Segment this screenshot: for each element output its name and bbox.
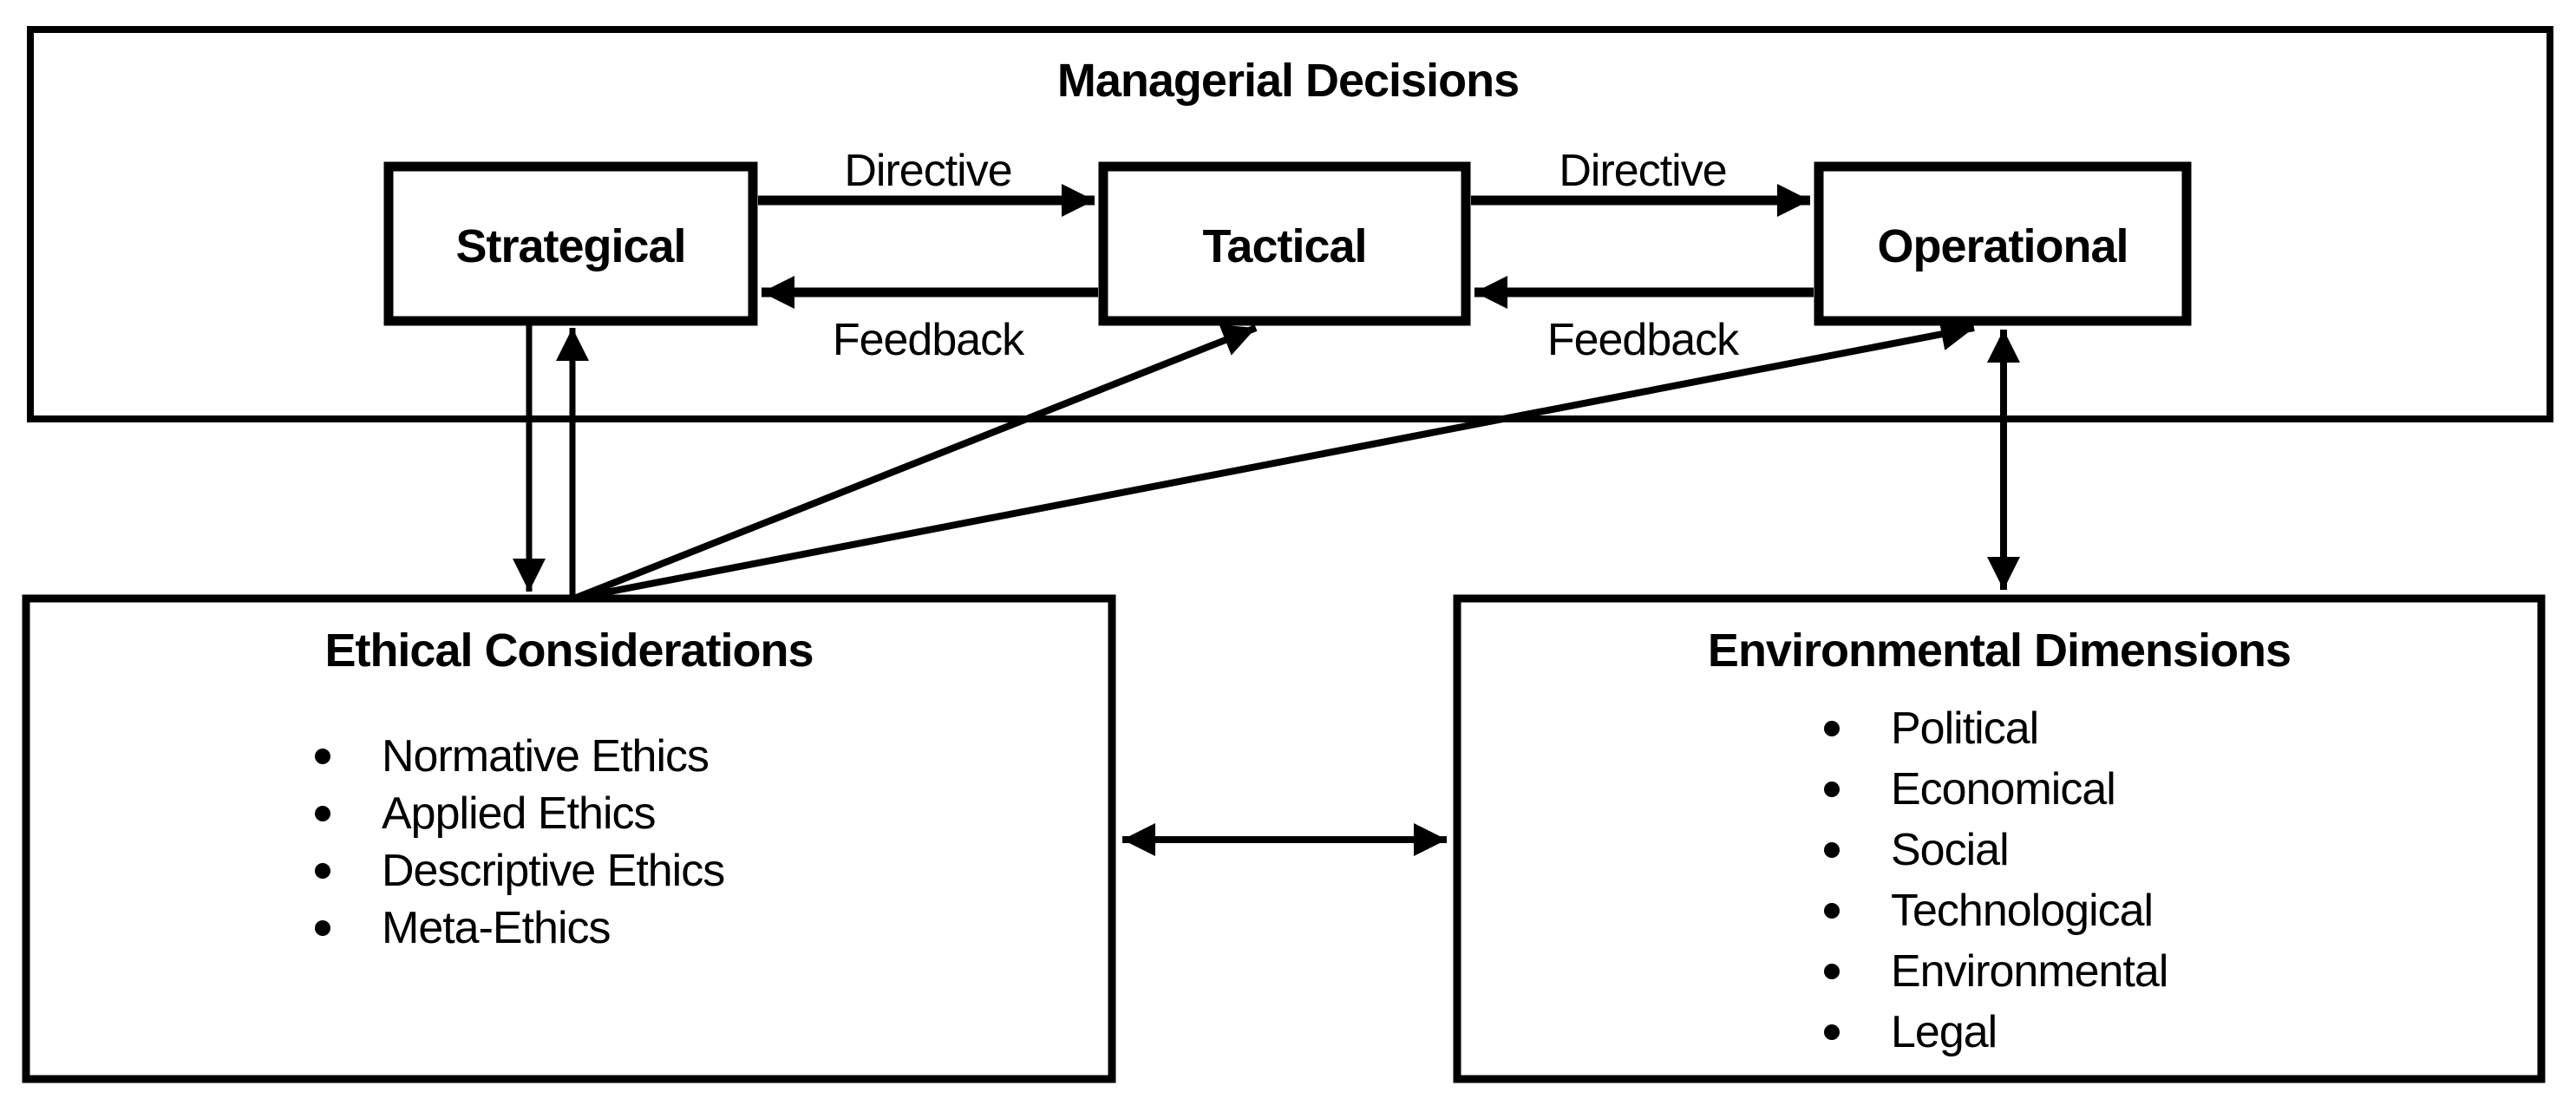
list-item: Meta-Ethics — [382, 903, 611, 953]
ethical-to-tactical-arrow — [572, 324, 1258, 602]
ethical-considerations-box — [22, 594, 1116, 1083]
bullet-icon — [315, 749, 330, 764]
strategical-box — [383, 161, 758, 326]
list-item: Normative Ethics — [382, 731, 709, 782]
directive-label-1: Directive — [844, 146, 1011, 196]
bullet-icon — [1824, 782, 1840, 797]
strategical-label: Strategical — [455, 220, 685, 272]
bullet-icon — [315, 806, 330, 821]
bullet-icon — [315, 863, 330, 879]
feedback-label-1: Feedback — [833, 315, 1025, 365]
list-item: Applied Ethics — [382, 788, 656, 839]
bullet-icon — [315, 920, 330, 936]
list-item: Political — [1891, 703, 2038, 754]
ethical-considerations-list: Normative Ethics Applied Ethics Descript… — [315, 731, 725, 953]
tactical-label: Tactical — [1202, 220, 1366, 272]
ethical-considerations-title: Ethical Considerations — [324, 625, 813, 677]
ethical-to-operational-arrow — [573, 317, 1975, 602]
bullet-icon — [1824, 1024, 1840, 1040]
feedback-label-2: Feedback — [1547, 315, 1740, 365]
list-item: Legal — [1891, 1007, 1997, 1057]
environmental-dimensions-list: Political Economical Social Technologica… — [1824, 703, 2168, 1057]
list-item: Social — [1891, 825, 2009, 875]
bullet-icon — [1824, 842, 1840, 858]
environmental-dimensions-title: Environmental Dimensions — [1708, 625, 2291, 677]
bullet-icon — [1824, 964, 1840, 979]
operational-box — [1814, 161, 2192, 326]
directive-label-2: Directive — [1559, 146, 1726, 196]
list-item: Technological — [1891, 886, 2153, 936]
environmental-dimensions-box — [1453, 594, 2546, 1083]
list-item: Economical — [1891, 764, 2115, 814]
managerial-decisions-title: Managerial Decisions — [1057, 55, 1519, 107]
bullet-icon — [1824, 903, 1840, 919]
list-item: Descriptive Ethics — [382, 846, 724, 896]
list-item: Environmental — [1891, 946, 2167, 997]
bullet-icon — [1824, 721, 1840, 736]
operational-label: Operational — [1877, 220, 2128, 272]
tactical-box — [1098, 161, 1471, 326]
